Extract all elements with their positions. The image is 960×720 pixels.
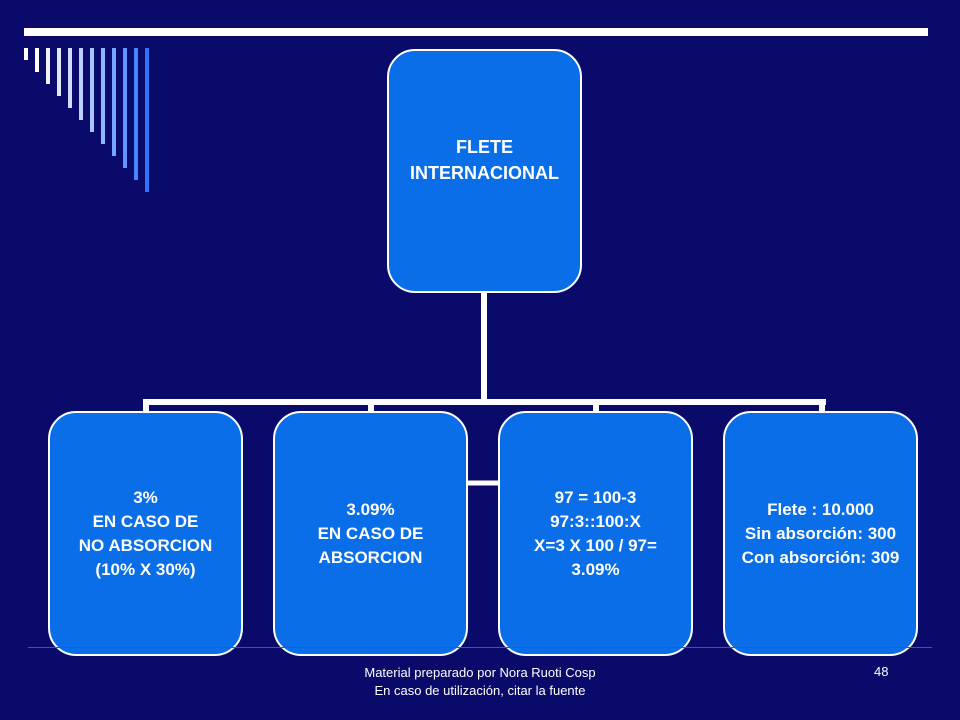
child-node-absorcion: 3.09% EN CASO DE ABSORCION bbox=[273, 411, 468, 656]
child3-line-1: 97 = 100-3 bbox=[554, 487, 637, 507]
child2-line-2: EN CASO DE bbox=[317, 523, 424, 543]
child3-line-4: 3.09% bbox=[571, 559, 620, 579]
child1-line-1: 3% bbox=[133, 487, 158, 507]
footer-credit: Material preparado por Nora Ruoti Cosp bbox=[364, 665, 596, 680]
child-node-no-absorcion: 3% EN CASO DE NO ABSORCION (10% X 30%) bbox=[48, 411, 243, 656]
child-node-calculo: 97 = 100-3 97:3::100:X X=3 X 100 / 97= 3… bbox=[498, 411, 693, 656]
footer-divider bbox=[28, 647, 932, 648]
child3-line-3: X=3 X 100 / 97= bbox=[534, 535, 657, 555]
child1-line-3: NO ABSORCION bbox=[78, 535, 213, 555]
child2-line-1: 3.09% bbox=[346, 499, 395, 519]
page-number: 48 bbox=[874, 664, 889, 679]
child3-line-2: 97:3::100:X bbox=[550, 511, 641, 531]
root-line-2: INTERNACIONAL bbox=[410, 163, 559, 183]
root-node-flete-internacional: FLETE INTERNACIONAL bbox=[387, 49, 582, 293]
child4-line-1: Flete : 10.000 bbox=[767, 499, 874, 519]
child1-line-4: (10% X 30%) bbox=[95, 559, 196, 579]
child-node-ejemplo-flete: Flete : 10.000 Sin absorción: 300 Con ab… bbox=[723, 411, 918, 656]
decorative-stripes bbox=[24, 48, 149, 192]
slide-footer: Material preparado por Nora Ruoti Cosp E… bbox=[280, 664, 680, 700]
footer-citation-note: En caso de utilización, citar la fuente bbox=[374, 683, 586, 698]
top-decorative-bar bbox=[24, 28, 928, 36]
child4-line-2: Sin absorción: 300 bbox=[744, 523, 897, 543]
child4-line-3: Con absorción: 309 bbox=[741, 547, 900, 567]
child2-line-3: ABSORCION bbox=[318, 547, 423, 567]
child1-line-2: EN CASO DE bbox=[92, 511, 199, 531]
root-line-1: FLETE bbox=[456, 137, 513, 157]
